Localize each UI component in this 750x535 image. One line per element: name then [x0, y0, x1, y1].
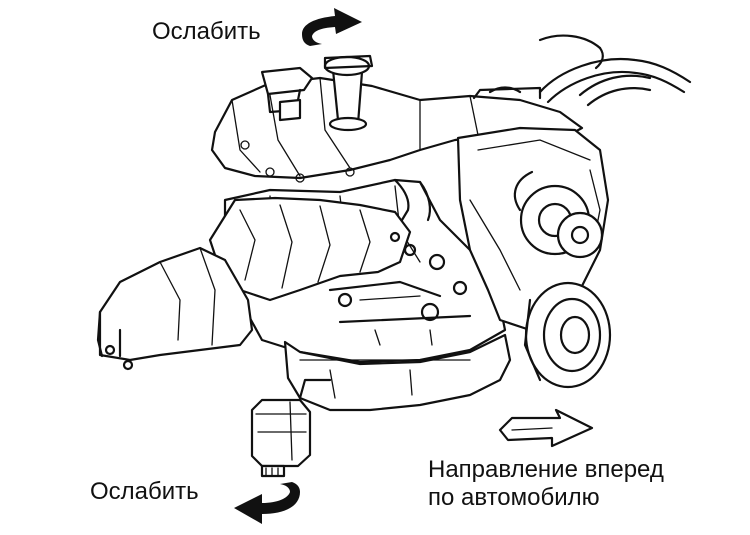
timing-cover — [456, 126, 610, 332]
forward-arrow-icon — [498, 408, 594, 448]
direction-label: Направление вперед по автомобилю — [428, 456, 664, 512]
transmission-housing — [96, 246, 254, 371]
direction-label-line2: по автомобилю — [428, 484, 600, 511]
loosen-label-top: Ослабить — [152, 18, 261, 45]
hose-lines — [538, 34, 692, 107]
exhaust-manifold — [208, 196, 412, 302]
intake-pipes — [260, 66, 542, 122]
loosen-label-bottom: Ослабить — [90, 478, 199, 505]
top-rotate-arrow-icon — [302, 8, 362, 46]
direction-label-line1: Направление вперед — [428, 456, 664, 483]
oil-filler — [323, 54, 374, 132]
oil-filter — [250, 378, 332, 478]
bottom-rotate-arrow-icon — [234, 482, 300, 524]
crank-pulley — [523, 281, 612, 389]
oil-pan — [283, 333, 512, 412]
